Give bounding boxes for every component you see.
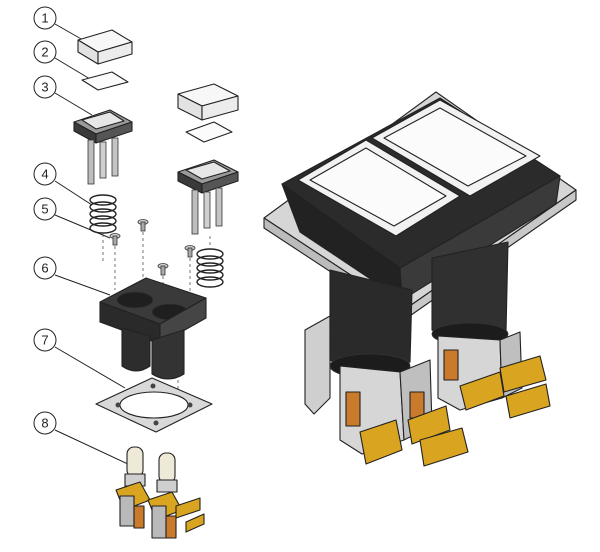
callout-3-label: 3 xyxy=(41,80,48,95)
screw-right-icon xyxy=(184,245,196,258)
contact-block-icon xyxy=(115,446,205,539)
mounting-gasket-icon xyxy=(95,377,213,433)
plunger-housing-left-icon xyxy=(73,109,133,185)
exploded-left-stack xyxy=(73,29,213,539)
screw-top-icon xyxy=(137,219,149,232)
screw-mid-icon xyxy=(157,263,169,276)
callout-6: 6 xyxy=(33,256,111,296)
spring-right-icon xyxy=(196,248,224,288)
callout-2-label: 2 xyxy=(41,45,48,60)
lens-cap-left-icon xyxy=(77,29,133,65)
callout-4: 4 xyxy=(33,162,93,206)
callout-5: 5 xyxy=(33,197,111,239)
callout-4-label: 4 xyxy=(41,167,48,182)
legend-film-right-icon xyxy=(185,121,233,143)
switch-body-icon xyxy=(99,277,207,380)
lens-left-assembled-icon xyxy=(297,139,461,237)
cylinder-right-icon xyxy=(431,241,509,346)
screw-left-icon xyxy=(109,233,121,246)
callout-5-label: 5 xyxy=(41,202,48,217)
callout-6-label: 6 xyxy=(41,261,48,276)
plunger-housing-right-icon xyxy=(177,159,239,235)
lens-right-assembled-icon xyxy=(371,99,541,197)
rear-bracket-icon xyxy=(304,315,331,415)
callout-1-label: 1 xyxy=(41,11,48,26)
legend-film-left-icon xyxy=(81,71,129,91)
callout-3: 3 xyxy=(33,75,93,116)
assembled-switch-view xyxy=(263,91,577,467)
terminals-assembled-icon xyxy=(345,349,551,467)
spring-left-icon xyxy=(89,194,117,234)
callout-8-label: 8 xyxy=(41,416,48,431)
callout-7-label: 7 xyxy=(41,333,48,348)
callout-7: 7 xyxy=(33,328,126,389)
exploded-right-stack xyxy=(177,83,239,288)
callout-8: 8 xyxy=(33,411,131,466)
lens-cap-right-icon xyxy=(177,83,239,121)
